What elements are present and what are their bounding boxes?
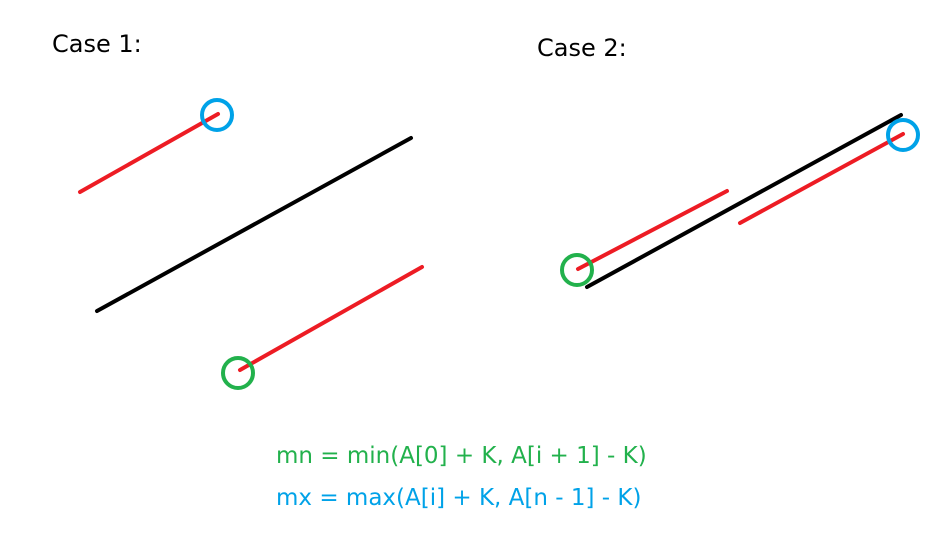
case1-label: Case 1:	[52, 30, 142, 58]
case2-black-line	[585, 113, 903, 289]
case2-min-circle	[560, 253, 594, 287]
case2-red-line-right	[738, 132, 905, 225]
case1-black-line	[95, 136, 413, 313]
case2-red-line-left	[576, 189, 729, 271]
case1-max-circle	[200, 98, 234, 132]
case2-label: Case 2:	[537, 34, 627, 62]
case1-red-line-upper	[78, 112, 220, 194]
case2-max-circle	[886, 118, 920, 152]
case1-min-circle	[221, 356, 255, 390]
formula-mx: mx = max(A[i] + K, A[n - 1] - K)	[276, 485, 642, 511]
case1-red-line-lower	[238, 265, 424, 372]
formula-mn: mn = min(A[0] + K, A[i + 1] - K)	[276, 443, 647, 469]
